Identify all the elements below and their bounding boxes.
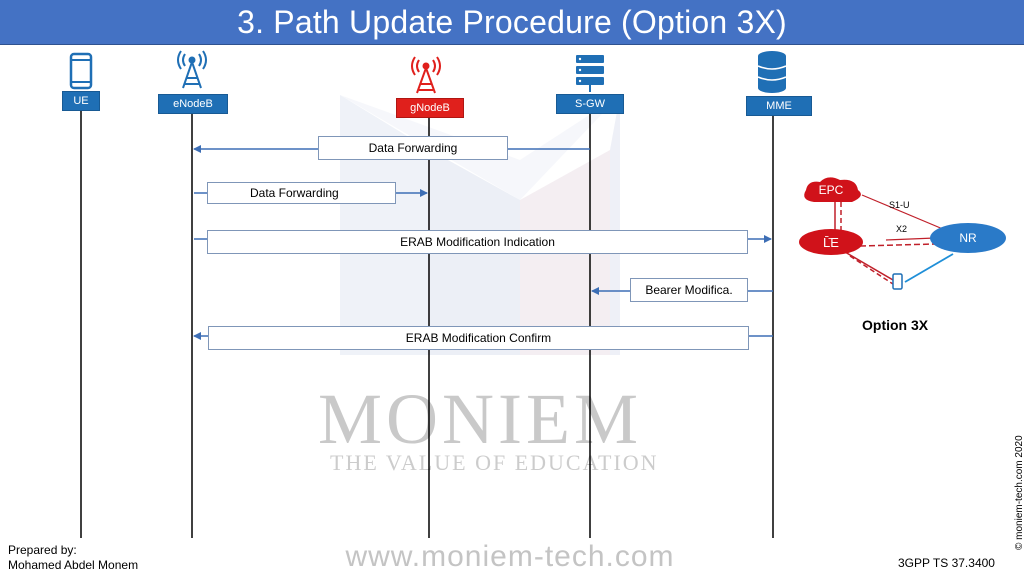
- page-title: 3. Path Update Procedure (Option 3X): [0, 0, 1024, 45]
- page-title-text: 3. Path Update Procedure (Option 3X): [237, 3, 787, 40]
- message-label: ERAB Modification Confirm: [208, 326, 749, 350]
- node-sgw: S-GW: [556, 94, 624, 114]
- message-label: Data Forwarding: [318, 136, 508, 160]
- watermark-tagline: THE VALUE OF EDUCATION: [330, 450, 659, 475]
- topology-epc-label: EPC: [818, 183, 844, 197]
- node-label: MME: [766, 100, 792, 112]
- topology-nr-label: NR: [959, 231, 977, 245]
- watermark-url: www.moniem-tech.com: [345, 540, 675, 573]
- node-gnodeb: gNodeB: [396, 98, 464, 118]
- message-label: Bearer Modifica.: [630, 278, 748, 302]
- phone-icon: [69, 52, 93, 90]
- author-name: Mohamed Abdel Monem: [8, 558, 139, 572]
- node-label: eNodeB: [173, 98, 213, 110]
- message-label: Data Forwarding: [207, 182, 396, 204]
- topology-caption: Option 3X: [862, 317, 929, 333]
- topology-diagram: [799, 177, 1006, 290]
- node-label: S-GW: [575, 98, 605, 110]
- watermark-brand: MONIEM: [318, 379, 642, 459]
- server-icon: [576, 55, 604, 92]
- author-credit: Prepared by: Mohamed Abdel Monem: [8, 543, 138, 573]
- message-label: ERAB Modification Indication: [207, 230, 748, 254]
- antenna-tower-icon: [177, 50, 207, 89]
- database-icon: [757, 51, 787, 93]
- copyright-notice: © moniem-tech.com 2020: [1014, 435, 1024, 550]
- node-label: UE: [73, 95, 89, 107]
- topology-s1u-label: S1-U: [889, 200, 910, 210]
- node-mme: MME: [746, 96, 812, 116]
- antenna-tower-icon: [411, 56, 441, 94]
- node-ue: UE: [62, 91, 100, 111]
- prepared-by-label: Prepared by:: [8, 543, 77, 557]
- node-enodeb: eNodeB: [158, 94, 228, 114]
- topology-lte-label: L̄̄E: [823, 234, 839, 250]
- reference-label: 3GPP TS 37.3400: [898, 556, 995, 570]
- topology-x2-label: X2: [896, 224, 908, 234]
- node-label: gNodeB: [410, 102, 450, 114]
